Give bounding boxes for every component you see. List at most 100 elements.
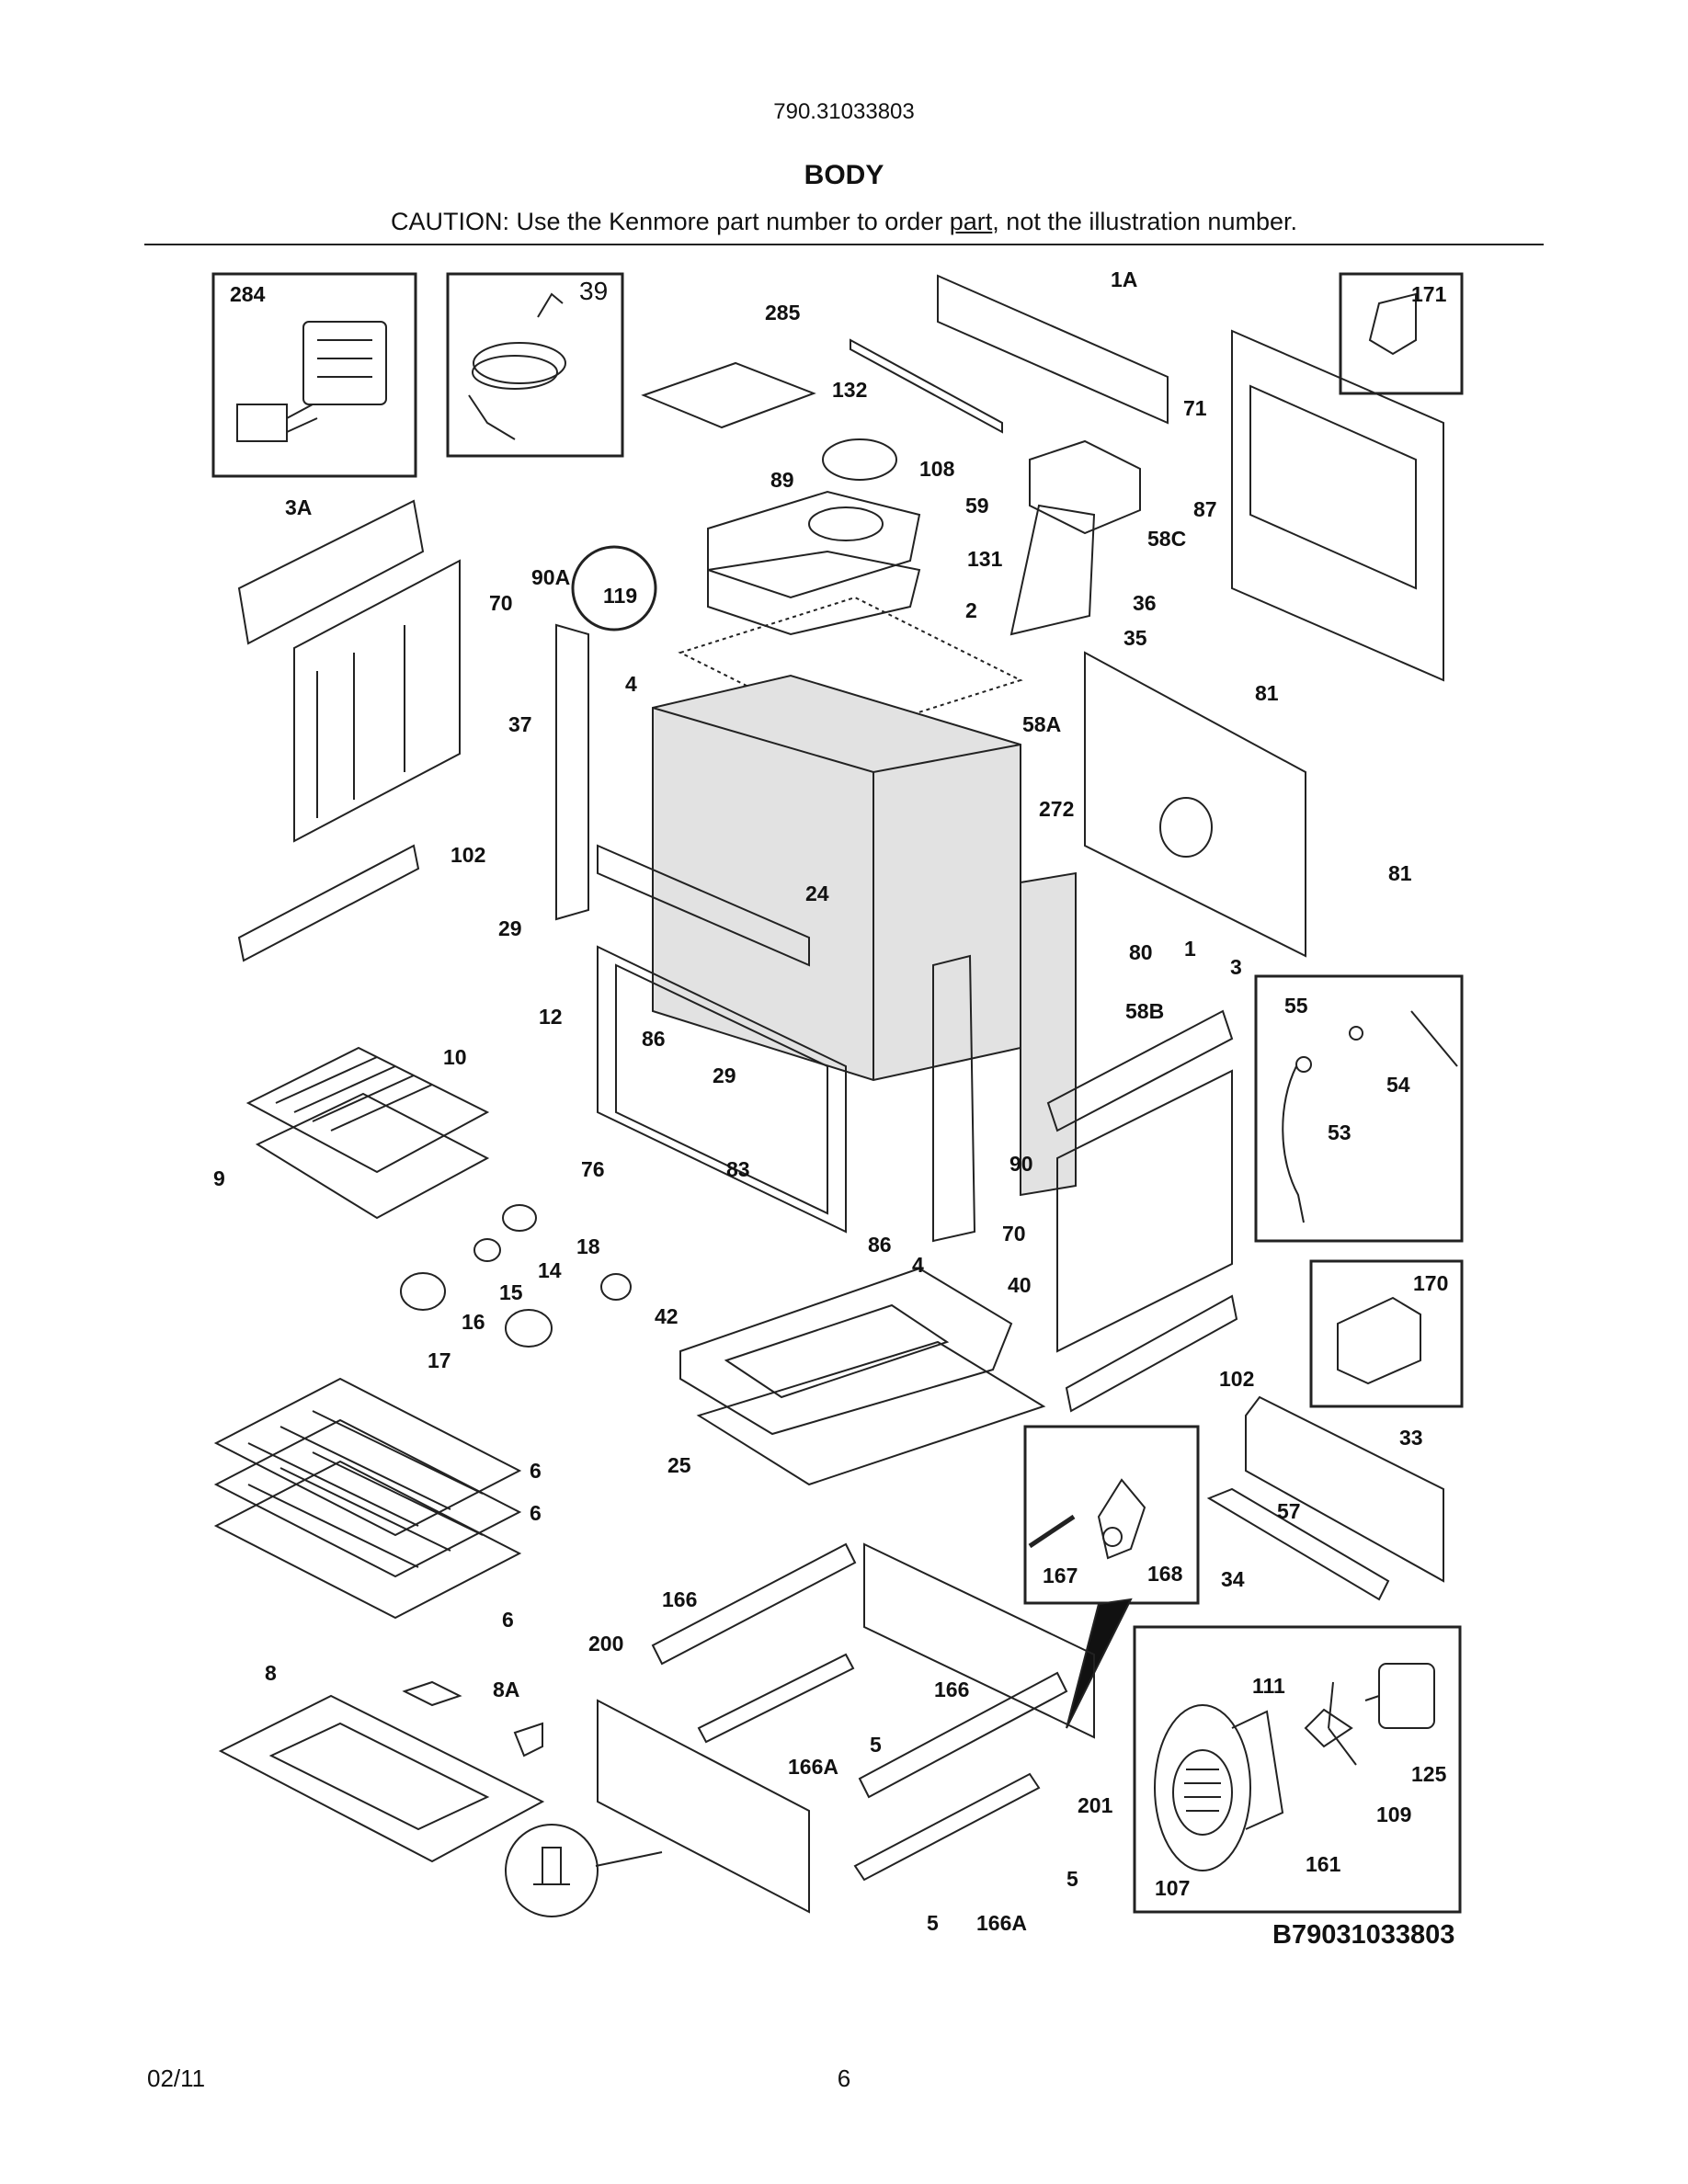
inset-box-284 — [211, 272, 417, 478]
callout-3: 3 — [1230, 955, 1242, 979]
callout-70-right: 70 — [1002, 1222, 1026, 1246]
callout-1: 1 — [1184, 937, 1196, 961]
part-link[interactable]: part — [949, 208, 993, 235]
callout-5-bottom: 5 — [927, 1911, 939, 1935]
footer-date: 02/11 — [147, 2065, 206, 2092]
side-panel-70-left — [293, 559, 461, 843]
callout-168: 168 — [1147, 1562, 1183, 1586]
callout-166A-bottom: 166A — [976, 1911, 1027, 1935]
callout-170: 170 — [1413, 1271, 1448, 1295]
oven-racks-6 — [213, 1377, 522, 1620]
rail-102-left — [237, 844, 420, 962]
power-cord-39 — [468, 292, 566, 440]
callout-15: 15 — [499, 1280, 523, 1304]
bracket-170 — [1337, 1296, 1421, 1385]
front-trim-3A — [237, 499, 425, 645]
callout-1A: 1A — [1111, 267, 1137, 291]
callout-86-top: 86 — [642, 1027, 666, 1051]
frame-24 — [597, 844, 810, 967]
callout-5-right: 5 — [1066, 1867, 1078, 1891]
door-frame-76 — [597, 945, 847, 1234]
caution-note: CAUTION: Use the Kenmore part number to … — [0, 208, 1688, 236]
insulation-58A — [652, 674, 1021, 1082]
rail-102-right — [1065, 1294, 1238, 1413]
callout-42: 42 — [655, 1304, 679, 1328]
callout-58C: 58C — [1147, 527, 1186, 551]
inset-box-sensor — [1254, 974, 1464, 1243]
callout-89: 89 — [770, 468, 794, 492]
callout-39: 39 — [579, 277, 608, 305]
callout-102-left: 102 — [451, 843, 485, 867]
bottom-pan-42 — [679, 1267, 1013, 1436]
callout-70: 70 — [489, 591, 513, 615]
callout-131: 131 — [967, 547, 1003, 571]
callout-18: 18 — [576, 1234, 600, 1258]
footer-page-number: 6 — [837, 2065, 851, 2092]
inset-box-fan — [1133, 1625, 1462, 1914]
drawer-slides-166 — [651, 1542, 1068, 1799]
callout-6-top: 6 — [530, 1459, 542, 1483]
model-number: 790.31033803 — [773, 99, 915, 124]
callout-6-mid: 6 — [530, 1501, 542, 1525]
callout-90A: 90A — [531, 565, 570, 589]
callout-57: 57 — [1277, 1499, 1301, 1523]
callout-119: 119 — [603, 584, 637, 608]
callout-4-top: 4 — [625, 672, 637, 696]
callout-53: 53 — [1328, 1120, 1352, 1144]
duct-36 — [1009, 504, 1096, 636]
broiler-pan-10 — [245, 1046, 490, 1174]
side-rail-90A — [555, 623, 589, 921]
callout-83: 83 — [726, 1157, 750, 1181]
callout-34: 34 — [1221, 1567, 1245, 1591]
inset-box-171 — [1339, 272, 1464, 395]
lamp-parts — [400, 1204, 632, 1348]
callout-80: 80 — [1129, 940, 1153, 964]
shroud-131 — [707, 550, 921, 636]
insulation-58C — [1029, 439, 1141, 535]
rear-panel-1A — [937, 274, 1169, 425]
callout-5-mid: 5 — [870, 1733, 882, 1757]
callout-201: 201 — [1078, 1793, 1113, 1817]
bracket-171 — [1368, 292, 1417, 356]
channel-132 — [850, 338, 1003, 434]
callout-71: 71 — [1183, 396, 1207, 420]
callout-24: 24 — [805, 882, 829, 905]
diagram-code: B79031033803 — [1272, 1920, 1454, 1950]
callout-108: 108 — [919, 457, 955, 481]
callout-12: 12 — [539, 1005, 563, 1029]
transformer-284 — [236, 321, 387, 442]
callout-132: 132 — [832, 378, 867, 402]
callout-81-mid: 81 — [1388, 861, 1412, 885]
callout-4-bottom: 4 — [912, 1253, 924, 1277]
callout-8A: 8A — [493, 1678, 519, 1701]
caution-text: CAUTION: Use the Kenmore part number to … — [391, 208, 950, 235]
callout-125: 125 — [1411, 1762, 1447, 1786]
back-panel-71 — [1231, 329, 1444, 682]
callout-111: 111 — [1252, 1674, 1285, 1698]
callout-86-bottom: 86 — [868, 1233, 892, 1257]
callout-9: 9 — [213, 1166, 225, 1190]
callout-76: 76 — [581, 1157, 605, 1181]
sensor-parts — [1282, 1010, 1458, 1223]
side-rail-90 — [932, 954, 976, 1243]
callout-29-left: 29 — [498, 916, 522, 940]
inset-pointer — [1066, 1598, 1133, 1729]
callout-87: 87 — [1193, 497, 1217, 521]
callout-40: 40 — [1008, 1273, 1032, 1297]
shield-285 — [641, 361, 816, 429]
callout-200: 200 — [588, 1632, 623, 1655]
callout-33: 33 — [1399, 1426, 1423, 1450]
leveling-leg-5-callout — [505, 1824, 663, 1917]
callout-171: 171 — [1411, 282, 1447, 306]
back-wall-1 — [1084, 651, 1306, 958]
callout-29-mid: 29 — [713, 1064, 736, 1087]
callout-81-top: 81 — [1255, 681, 1279, 705]
callout-285: 285 — [765, 301, 801, 324]
vent-duct-59 — [707, 490, 921, 599]
callout-58A: 58A — [1022, 712, 1061, 736]
slide-166A — [697, 1653, 1041, 1882]
inset-box-39 — [446, 272, 624, 458]
callout-58B: 58B — [1125, 999, 1164, 1023]
callout-36: 36 — [1133, 591, 1157, 615]
